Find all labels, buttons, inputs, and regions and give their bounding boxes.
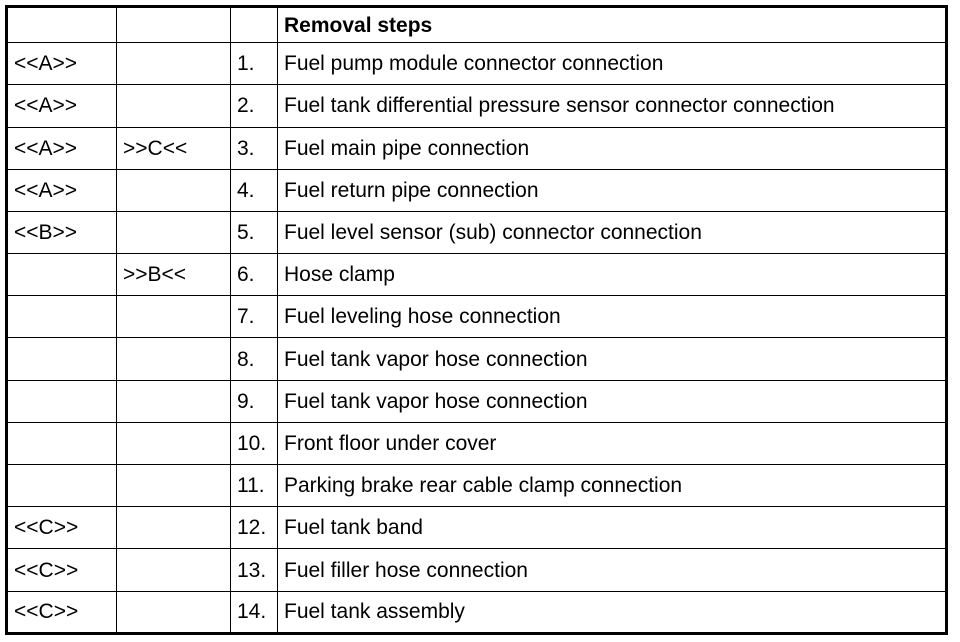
step-ref-a: <<A>> — [6, 42, 117, 86]
step-ref-a: <<C>> — [6, 548, 117, 592]
step-ref-b — [116, 84, 231, 128]
step-number: 8. — [230, 337, 278, 381]
step-number: 7. — [230, 295, 278, 339]
step-ref-a: <<A>> — [6, 84, 117, 128]
table-row: <<A>> >>C<< 3. Fuel main pipe connection — [6, 126, 947, 170]
step-number: 3. — [230, 126, 278, 170]
step-ref-b — [116, 590, 231, 635]
step-ref-b — [116, 168, 231, 212]
step-number: 11. — [230, 464, 278, 508]
step-description: Fuel tank assembly — [277, 590, 947, 635]
step-number: 14. — [230, 590, 278, 635]
step-number: 1. — [230, 42, 278, 86]
table-row: 8. Fuel tank vapor hose connection — [6, 337, 947, 381]
table-row: <<B>> 5. Fuel level sensor (sub) connect… — [6, 210, 947, 255]
step-ref-b: >>C<< — [116, 126, 231, 170]
step-description: Fuel leveling hose connection — [277, 295, 947, 339]
step-description: Fuel pump module connector connection — [277, 42, 947, 86]
step-description: Fuel tank vapor hose connection — [277, 379, 947, 423]
table-row: 10. Front floor under cover — [6, 421, 947, 466]
table-row: <<A>> 4. Fuel return pipe connection — [6, 168, 947, 212]
step-ref-b — [116, 421, 231, 466]
table-row: 7. Fuel leveling hose connection — [6, 295, 947, 339]
removal-steps-table: Removal steps <<A>> 1. Fuel pump module … — [5, 5, 948, 635]
header-cell-b — [116, 5, 231, 44]
header-cell-num — [230, 5, 278, 44]
step-description: Fuel return pipe connection — [277, 168, 947, 212]
step-ref-a — [6, 421, 117, 466]
header-cell-a — [6, 5, 117, 44]
step-description: Fuel tank band — [277, 506, 947, 550]
step-number: 2. — [230, 84, 278, 128]
step-number: 5. — [230, 210, 278, 255]
step-number: 12. — [230, 506, 278, 550]
step-description: Fuel filler hose connection — [277, 548, 947, 592]
table-row: <<C>> 13. Fuel filler hose connection — [6, 548, 947, 592]
step-ref-a — [6, 464, 117, 508]
step-ref-a: <<C>> — [6, 590, 117, 635]
table-row: <<A>> 1. Fuel pump module connector conn… — [6, 42, 947, 86]
table-row: >>B<< 6. Hose clamp — [6, 253, 947, 297]
step-number: 6. — [230, 253, 278, 297]
step-ref-b — [116, 464, 231, 508]
step-ref-a: <<B>> — [6, 210, 117, 255]
step-ref-a: <<A>> — [6, 168, 117, 212]
step-ref-a — [6, 253, 117, 297]
step-description: Fuel tank differential pressure sensor c… — [277, 84, 947, 128]
table-header-row: Removal steps — [6, 5, 947, 44]
step-description: Front floor under cover — [277, 421, 947, 466]
step-description: Fuel main pipe connection — [277, 126, 947, 170]
table-row: 9. Fuel tank vapor hose connection — [6, 379, 947, 423]
step-ref-b — [116, 379, 231, 423]
step-ref-b — [116, 42, 231, 86]
step-ref-a — [6, 337, 117, 381]
step-ref-b — [116, 506, 231, 550]
table-row: <<A>> 2. Fuel tank differential pressure… — [6, 84, 947, 128]
table-row: <<C>> 14. Fuel tank assembly — [6, 590, 947, 635]
table-row: 11. Parking brake rear cable clamp conne… — [6, 464, 947, 508]
step-description: Fuel level sensor (sub) connector connec… — [277, 210, 947, 255]
step-ref-b — [116, 295, 231, 339]
step-ref-b — [116, 548, 231, 592]
step-description: Fuel tank vapor hose connection — [277, 337, 947, 381]
step-number: 4. — [230, 168, 278, 212]
step-ref-b — [116, 337, 231, 381]
step-description: Hose clamp — [277, 253, 947, 297]
step-ref-b: >>B<< — [116, 253, 231, 297]
step-number: 10. — [230, 421, 278, 466]
step-ref-a — [6, 379, 117, 423]
step-ref-b — [116, 210, 231, 255]
step-description: Parking brake rear cable clamp connectio… — [277, 464, 947, 508]
step-number: 9. — [230, 379, 278, 423]
header-title: Removal steps — [277, 5, 947, 44]
step-ref-a — [6, 295, 117, 339]
step-number: 13. — [230, 548, 278, 592]
table-row: <<C>> 12. Fuel tank band — [6, 506, 947, 550]
step-ref-a: <<C>> — [6, 506, 117, 550]
step-ref-a: <<A>> — [6, 126, 117, 170]
